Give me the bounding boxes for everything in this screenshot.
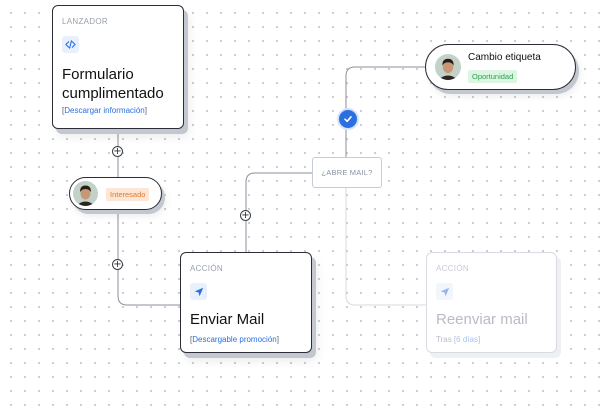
person-avatar (73, 181, 98, 206)
add-step-button[interactable]: + (112, 145, 123, 157)
connector-tag-to-action (117, 210, 180, 306)
add-step-button[interactable]: + (240, 209, 251, 221)
update-node-title: Cambio etiqueta (468, 52, 541, 63)
action-card-label: ACCIÓN (190, 264, 223, 273)
send-icon (436, 283, 453, 300)
update-node-tag: Oportunidad (468, 70, 518, 83)
action-card-delay-prefix: Tras (436, 335, 452, 344)
action-card-title: Enviar Mail (190, 311, 265, 328)
person-avatar (435, 54, 461, 80)
trigger-card-title: Formulario cumplimentado (62, 66, 164, 102)
update-node[interactable]: Cambio etiqueta Oportunidad (425, 44, 576, 90)
condition-node[interactable]: ¿ABRE MAIL? (312, 157, 382, 188)
trigger-card-link-text[interactable]: Descargar información (64, 106, 145, 115)
trigger-card[interactable]: LANZADOR Formulario cumplimentado [Desca… (52, 5, 184, 129)
check-icon (337, 108, 359, 130)
action-card-main[interactable]: ACCIÓN Enviar Mail [Descargable promoció… (180, 252, 312, 353)
connector-condition-to-update (345, 66, 425, 157)
connector-condition-to-resend (345, 188, 426, 306)
add-step-button[interactable]: + (112, 258, 123, 270)
tag-node-tag: Interesado (106, 188, 150, 201)
action-card-label: ACCIÓN (436, 264, 469, 273)
tag-node[interactable]: Interesado (69, 177, 162, 210)
send-icon (190, 283, 207, 300)
connector-action-to-condition (245, 172, 312, 252)
code-icon (62, 36, 79, 53)
trigger-card-label: LANZADOR (62, 17, 108, 26)
action-card-delay-value[interactable]: 6 días (456, 335, 478, 344)
action-card-link-text[interactable]: Descargable promoción (192, 335, 277, 344)
action-card-secondary[interactable]: ACCIÓN Reenviar mail Tras [6 días] (426, 252, 557, 353)
action-card-delay[interactable]: Tras [6 días] (436, 335, 481, 344)
trigger-card-link[interactable]: [Descargar información] (62, 106, 147, 115)
action-card-title: Reenviar mail (436, 311, 528, 328)
action-card-link[interactable]: [Descargable promoción] (190, 335, 279, 344)
